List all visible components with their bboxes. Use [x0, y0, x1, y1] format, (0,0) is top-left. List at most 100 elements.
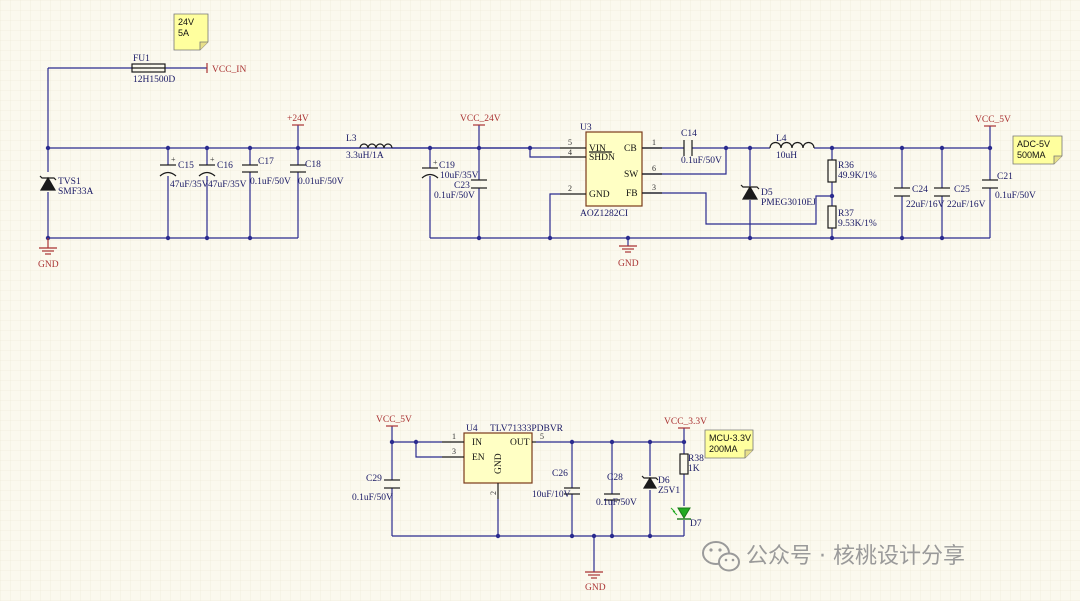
r38-value: 1K [688, 464, 700, 474]
resistor-r38[interactable]: R38 1K [679, 453, 704, 475]
u3-pinnum-vin: 5 [568, 138, 572, 147]
c25-value: 22uF/16V [947, 200, 986, 210]
capacitor-c24[interactable]: C24 22uF/16V [894, 185, 945, 210]
net-port-vcc-in[interactable]: VCC_IN [206, 63, 246, 75]
capacitor-c16[interactable]: + C16 47uF/35V [198, 155, 247, 190]
capacitor-c29[interactable]: C29 0.1uF/50V [352, 474, 400, 503]
net-port-vcc-5v-bottom[interactable]: VCC_5V [376, 415, 412, 427]
p24-label: +24V [287, 114, 309, 124]
d6-value: Z5V1 [658, 486, 680, 496]
note-mcu-line1: MCU-3.3V [709, 433, 751, 443]
note-mcu-rating[interactable]: MCU-3.3V 200MA [704, 429, 754, 459]
vcc-5v-bottom-label: VCC_5V [376, 415, 412, 425]
capacitor-c26[interactable]: C26 10uF/10V [532, 469, 580, 500]
net-port-vcc-3v3[interactable]: VCC_3.3V [664, 417, 707, 429]
l3-value: 3.3uH/1A [346, 151, 384, 161]
capacitor-c18[interactable]: C18 0.01uF/50V [290, 160, 344, 187]
tvs-diode-tvs1[interactable]: TVS1 SMF33A [39, 175, 94, 197]
note-adc-rating[interactable]: ADC-5V 500MA [1012, 135, 1063, 165]
net-port-vcc-5v-top[interactable]: VCC_5V [975, 115, 1011, 127]
watermark-text: 公众号 · 核桃设计分享 [746, 544, 965, 569]
vcc-3v3-label: VCC_3.3V [664, 417, 707, 427]
u4-ref: U4 [466, 424, 478, 434]
net-port-plus24v[interactable]: +24V [287, 114, 309, 126]
u4-pin-out: OUT [510, 438, 530, 448]
u3-pinnum-gnd: 2 [568, 184, 572, 193]
capacitor-c19[interactable]: + C19 10uF/35V [421, 158, 479, 181]
zener-diode-d6[interactable]: D6 Z5V1 [641, 475, 680, 496]
ic-u3[interactable]: U3 AOZ1282CI VIN SHDN GND CB SW FB 5 4 2… [560, 123, 662, 219]
c28-ref: C28 [607, 473, 623, 483]
inductor-l4[interactable]: L4 10uH [769, 134, 815, 161]
u3-pin-gnd: GND [589, 190, 610, 200]
u3-pin-cb: CB [624, 144, 637, 154]
watermark: 公众号 · 核桃设计分享 [702, 541, 965, 572]
diode-d5[interactable]: D5 PMEG3010EJ [740, 184, 816, 208]
c15-ref: C15 [178, 161, 194, 171]
fuse-fu1[interactable]: FU1 12H1500D [131, 54, 175, 85]
c24-value: 22uF/16V [906, 200, 945, 210]
note-mcu-line2: 200MA [709, 444, 738, 454]
wechat-icon [702, 541, 740, 572]
u4-pinnum-out: 5 [540, 432, 544, 441]
u3-pin-sw: SW [624, 170, 638, 180]
fu1-value: 12H1500D [133, 75, 175, 85]
capacitor-c17[interactable]: C17 0.1uF/50V [242, 157, 291, 187]
r37-ref: R37 [838, 209, 854, 219]
c19-value: 10uF/35V [440, 171, 479, 181]
svg-text:+: + [171, 155, 176, 164]
l4-ref: L4 [776, 134, 787, 144]
l3-ref: L3 [346, 134, 357, 144]
note-input-line2: 5A [178, 28, 189, 38]
top-wires [47, 67, 991, 246]
l4-value: 10uH [776, 151, 797, 161]
gnd-bottom-label: GND [585, 583, 606, 593]
c23-value: 0.1uF/50V [434, 191, 475, 201]
r38-ref: R38 [688, 454, 704, 464]
u3-pinnum-cb: 1 [652, 138, 656, 147]
c24-ref: C24 [912, 185, 928, 195]
c23-ref: C23 [454, 181, 470, 191]
c16-ref: C16 [217, 161, 233, 171]
c18-ref: C18 [305, 160, 321, 170]
u3-pinnum-fb: 3 [652, 183, 656, 192]
capacitor-c21[interactable]: C21 0.1uF/50V [982, 172, 1036, 201]
capacitor-c25[interactable]: C25 22uF/16V [934, 185, 986, 210]
resistor-r37[interactable]: R37 9.53K/1% [827, 205, 877, 229]
r37-value: 9.53K/1% [838, 219, 877, 229]
top-junctions [45, 145, 993, 241]
c26-ref: C26 [552, 469, 568, 479]
c14-ref: C14 [681, 129, 697, 139]
c18-value: 0.01uF/50V [298, 177, 344, 187]
r36-value: 49.9K/1% [838, 171, 877, 181]
u4-pin-in: IN [472, 438, 482, 448]
capacitor-c23[interactable]: C23 0.1uF/50V [434, 179, 487, 201]
c29-ref: C29 [366, 474, 382, 484]
vcc-5v-top-label: VCC_5V [975, 115, 1011, 125]
inductor-l3[interactable]: L3 3.3uH/1A [346, 134, 393, 161]
resistor-r36[interactable]: R36 49.9K/1% [827, 159, 877, 183]
u4-pinnum-en: 3 [452, 447, 456, 456]
capacitor-c28[interactable]: C28 0.1uF/50V [596, 473, 637, 508]
svg-text:+: + [210, 155, 215, 164]
c14-value: 0.1uF/50V [681, 156, 722, 166]
capacitor-c14[interactable]: C14 0.1uF/50V [681, 129, 722, 166]
net-port-vcc-24v[interactable]: VCC_24V [460, 114, 501, 126]
capacitor-c15[interactable]: + C15 47uF/35V [159, 155, 209, 190]
u3-pinnum-shdn: 4 [568, 148, 572, 157]
note-input-line1: 24V [178, 17, 194, 27]
tvs1-value: SMF33A [58, 187, 94, 197]
gnd-left-label: GND [38, 260, 59, 270]
u3-pinnum-sw: 6 [652, 164, 656, 173]
c28-value: 0.1uF/50V [596, 498, 637, 508]
c17-ref: C17 [258, 157, 274, 167]
tvs1-ref: TVS1 [58, 177, 81, 187]
r36-ref: R36 [838, 161, 854, 171]
u4-pinnum-gnd: 2 [489, 491, 498, 495]
ic-u4[interactable]: U4 TLV71333PDBVR IN EN OUT GND 1 3 5 2 [442, 424, 564, 499]
note-input-rating[interactable]: 24V 5A [173, 13, 209, 51]
led-d7[interactable]: D7 [670, 507, 702, 529]
